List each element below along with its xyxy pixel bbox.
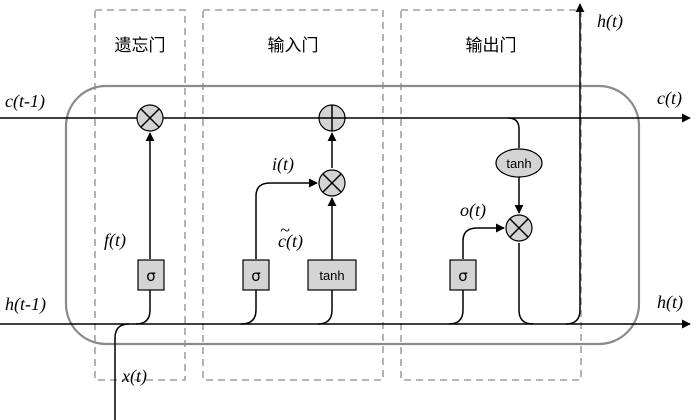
output-multiply xyxy=(505,214,533,242)
output-gate-title: 输出门 xyxy=(466,36,517,56)
forget-branch xyxy=(135,290,151,325)
forget-gate-region xyxy=(94,9,186,381)
input-gate-title: 输入门 xyxy=(268,36,319,56)
h-up-label: h(t) xyxy=(597,11,623,32)
input-sigma-label: σ xyxy=(251,267,261,285)
i-to-multiply-arrow xyxy=(255,178,318,259)
output-sigma-box xyxy=(449,259,477,291)
input-gate-region xyxy=(202,9,384,381)
input-x-line xyxy=(114,323,130,420)
tanh-branch xyxy=(317,290,333,325)
output-sigma-label: σ xyxy=(458,267,468,285)
c-tilde-accent: ~ xyxy=(280,220,290,240)
cell-add xyxy=(318,104,346,132)
tanh-box xyxy=(307,259,357,291)
input-multiply xyxy=(318,169,346,197)
o-label: o(t) xyxy=(460,200,486,221)
cell-to-tanh-line xyxy=(507,117,520,148)
forget-gate-title: 遗忘门 xyxy=(115,36,166,56)
input-sigma-branch xyxy=(240,290,257,325)
c-tilde-label: c(t) xyxy=(278,231,303,252)
c-next-label: c(t) xyxy=(657,88,682,109)
c-prev-label: c(t-1) xyxy=(5,91,45,112)
forget-sigma-box xyxy=(137,259,165,291)
output-tanh-ellipse xyxy=(495,148,543,178)
x-input-label: x(t) xyxy=(121,366,147,387)
i-label: i(t) xyxy=(272,154,294,175)
forget-multiply xyxy=(136,104,164,132)
cell-boundary xyxy=(64,84,641,346)
multiply-to-hidden-line xyxy=(518,243,534,325)
h-prev-label: h(t-1) xyxy=(5,294,46,315)
hidden-output-up-arrow xyxy=(565,3,585,325)
output-tanh-label: tanh xyxy=(506,156,531,171)
h-next-label: h(t) xyxy=(657,292,683,313)
output-gate-region xyxy=(400,9,582,381)
output-sigma-branch xyxy=(448,290,464,325)
o-to-multiply-arrow xyxy=(462,223,505,259)
f-label: f(t) xyxy=(104,230,126,251)
input-sigma-box xyxy=(242,259,270,291)
forget-sigma-label: σ xyxy=(146,267,156,285)
tanh-box-label: tanh xyxy=(319,268,344,283)
